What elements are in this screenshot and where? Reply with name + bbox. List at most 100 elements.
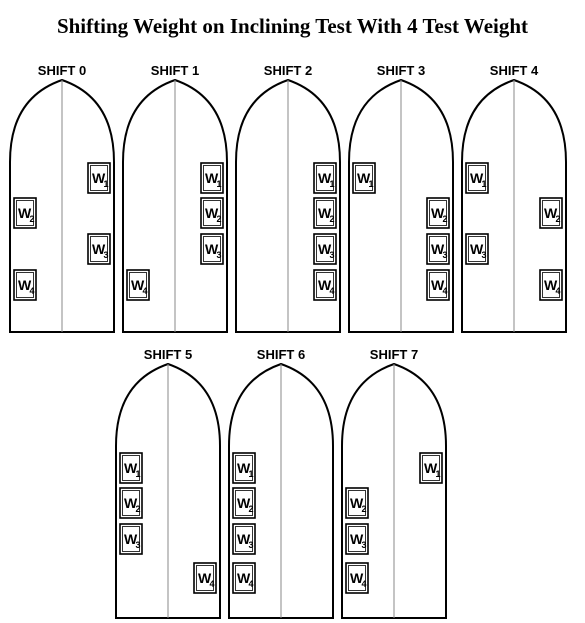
weight-letter: W <box>205 241 219 257</box>
test-weight-w3: W3 <box>119 523 143 555</box>
test-weight-w2: W2 <box>200 197 224 229</box>
weight-box-inner <box>468 165 486 191</box>
weight-letter: W <box>131 277 145 293</box>
weight-number: 2 <box>249 504 254 514</box>
weight-number: 2 <box>30 214 35 224</box>
weight-number: 4 <box>143 286 148 296</box>
weight-box <box>13 197 37 229</box>
weight-number: 3 <box>443 250 448 260</box>
weight-letter: W <box>470 170 484 186</box>
weight-box-inner <box>429 272 447 298</box>
weight-box-inner <box>316 165 334 191</box>
weight-box-inner <box>122 455 140 481</box>
weight-box-inner <box>90 165 108 191</box>
test-weight-w4: W4 <box>126 269 150 301</box>
weight-letter: W <box>431 277 445 293</box>
test-weight-w4: W4 <box>313 269 337 301</box>
test-weight-w2: W2 <box>232 487 256 519</box>
test-weight-w1: W1 <box>465 162 489 194</box>
weight-box <box>200 197 224 229</box>
test-weight-w2: W2 <box>539 197 563 229</box>
weight-letter: W <box>350 531 364 547</box>
weight-letter: W <box>318 205 332 221</box>
weight-box-inner <box>429 200 447 226</box>
weight-box-inner <box>16 272 34 298</box>
weight-number: 3 <box>217 250 222 260</box>
weight-box <box>200 162 224 194</box>
weight-box <box>465 162 489 194</box>
weight-box <box>345 523 369 555</box>
weight-letter: W <box>544 277 558 293</box>
test-weight-w4: W4 <box>13 269 37 301</box>
weight-number: 2 <box>330 214 335 224</box>
test-weight-w2: W2 <box>13 197 37 229</box>
weight-box-inner <box>235 565 253 591</box>
weight-box <box>539 197 563 229</box>
weight-box <box>119 523 143 555</box>
weight-box <box>87 233 111 265</box>
shift-label: SHIFT 0 <box>38 63 86 78</box>
weight-box-inner <box>203 200 221 226</box>
weight-number: 2 <box>556 214 561 224</box>
weight-box-inner <box>129 272 147 298</box>
weight-box <box>87 162 111 194</box>
weight-box-inner <box>316 272 334 298</box>
weight-box-inner <box>235 455 253 481</box>
weight-letter: W <box>431 241 445 257</box>
weight-box-inner <box>422 455 440 481</box>
weight-box <box>126 269 150 301</box>
weight-letter: W <box>318 241 332 257</box>
weight-letter: W <box>357 170 371 186</box>
weight-box-inner <box>122 490 140 516</box>
weight-letter: W <box>205 170 219 186</box>
test-weight-w2: W2 <box>119 487 143 519</box>
weight-number: 4 <box>443 286 448 296</box>
weight-letter: W <box>237 570 251 586</box>
weight-number: 1 <box>330 179 335 189</box>
weight-letter: W <box>92 170 106 186</box>
test-weight-w2: W2 <box>313 197 337 229</box>
weight-number: 3 <box>362 540 367 550</box>
weight-number: 3 <box>482 250 487 260</box>
weight-box-inner <box>542 200 560 226</box>
weight-box <box>193 562 217 594</box>
test-weight-w4: W4 <box>426 269 450 301</box>
weight-number: 2 <box>443 214 448 224</box>
test-weight-w3: W3 <box>87 233 111 265</box>
weight-box <box>426 233 450 265</box>
weight-box-inner <box>348 565 366 591</box>
weight-letter: W <box>237 460 251 476</box>
weight-box-inner <box>90 236 108 262</box>
test-weight-w4: W4 <box>232 562 256 594</box>
shift-label: SHIFT 3 <box>377 63 425 78</box>
shift-label: SHIFT 5 <box>144 347 192 362</box>
test-weight-w4: W4 <box>193 562 217 594</box>
weight-number: 1 <box>249 469 254 479</box>
weight-box <box>465 233 489 265</box>
weight-box <box>200 233 224 265</box>
weight-box-inner <box>235 490 253 516</box>
test-weight-w1: W1 <box>313 162 337 194</box>
weight-box-inner <box>348 490 366 516</box>
weight-number: 3 <box>330 250 335 260</box>
weight-box <box>313 197 337 229</box>
weight-box-inner <box>316 200 334 226</box>
shift-label: SHIFT 2 <box>264 63 312 78</box>
weight-box-inner <box>316 236 334 262</box>
diagram-title: Shifting Weight on Inclining Test With 4… <box>56 14 529 38</box>
weight-box <box>313 233 337 265</box>
weight-number: 3 <box>249 540 254 550</box>
weight-box <box>232 452 256 484</box>
test-weight-w1: W1 <box>200 162 224 194</box>
weight-number: 4 <box>330 286 335 296</box>
weight-number: 4 <box>210 579 215 589</box>
weight-number: 2 <box>217 214 222 224</box>
weight-number: 1 <box>482 179 487 189</box>
weight-letter: W <box>18 277 32 293</box>
